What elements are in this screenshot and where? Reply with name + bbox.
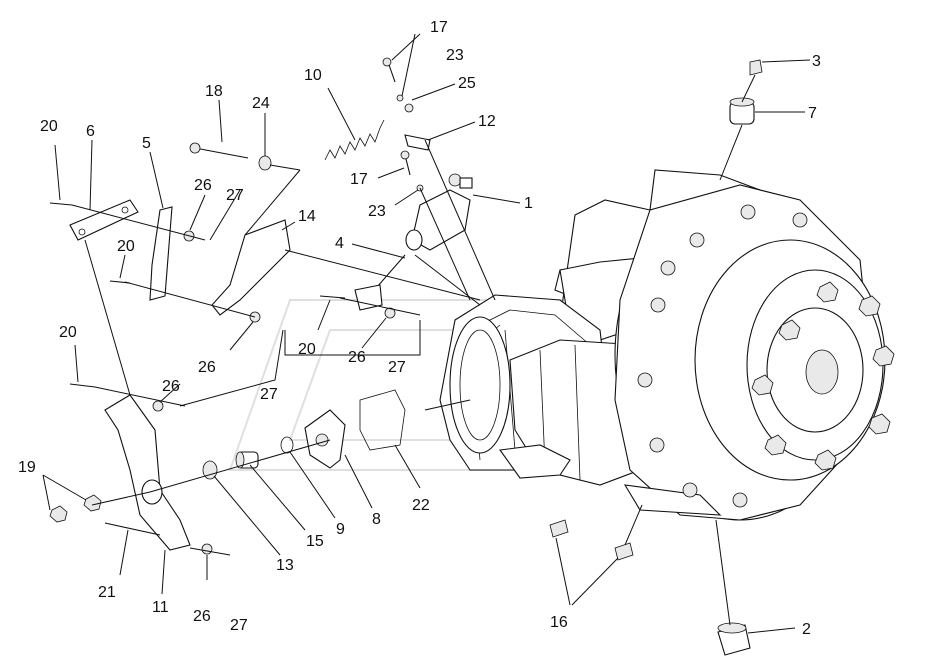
nuts-19 bbox=[49, 494, 102, 523]
callout-18: 18 bbox=[205, 83, 223, 100]
hub-bolts bbox=[751, 281, 895, 471]
callout-1: 1 bbox=[524, 195, 533, 212]
shaft bbox=[424, 399, 471, 411]
callout-27-d: 27 bbox=[230, 617, 248, 634]
pin-21 bbox=[104, 522, 161, 536]
bushing-16b bbox=[614, 542, 634, 561]
callout-11: 11 bbox=[152, 599, 169, 616]
callout-13: 13 bbox=[276, 557, 294, 574]
callout-16: 16 bbox=[550, 614, 568, 631]
link-6 bbox=[69, 199, 139, 241]
bolt-17-top bbox=[382, 57, 396, 83]
callout-27-b: 27 bbox=[260, 386, 278, 403]
bolt-17-mid bbox=[400, 150, 411, 176]
callout-17-top: 17 bbox=[430, 19, 448, 36]
callout-26-a: 26 bbox=[194, 177, 212, 194]
callout-20-a: 20 bbox=[40, 118, 58, 135]
callout-14: 14 bbox=[298, 208, 316, 225]
callout-21: 21 bbox=[98, 584, 116, 601]
callout-15: 15 bbox=[306, 533, 324, 550]
callout-27-a: 27 bbox=[226, 187, 244, 204]
callout-3: 3 bbox=[812, 53, 821, 70]
callout-2: 2 bbox=[802, 621, 811, 638]
gearbox-housing bbox=[439, 169, 886, 521]
callout-10: 10 bbox=[304, 67, 322, 84]
washer-24 bbox=[258, 155, 272, 171]
callout-27-c: 27 bbox=[388, 359, 406, 376]
bushing-16a bbox=[549, 519, 569, 538]
valve-body bbox=[405, 173, 473, 251]
callout-25: 25 bbox=[458, 75, 476, 92]
callout-23-mid: 23 bbox=[368, 203, 386, 220]
lever-5 bbox=[149, 206, 173, 301]
spring bbox=[324, 119, 385, 161]
cap-7 bbox=[729, 97, 755, 125]
callout-26-e: 26 bbox=[162, 378, 180, 395]
callout-20-b: 20 bbox=[117, 238, 135, 255]
callout-22: 22 bbox=[412, 497, 430, 514]
bushing-15 bbox=[235, 451, 259, 469]
assembly-lines bbox=[71, 74, 756, 626]
callout-leaders bbox=[42, 33, 811, 634]
callout-26-b: 26 bbox=[198, 359, 216, 376]
callout-24: 24 bbox=[252, 95, 270, 112]
callout-8: 8 bbox=[372, 511, 381, 528]
nut-25 bbox=[404, 103, 414, 113]
callout-20-c: 20 bbox=[298, 341, 316, 358]
plate-14 bbox=[211, 219, 291, 316]
washer-23-top bbox=[396, 94, 404, 102]
callout-9: 9 bbox=[336, 521, 345, 538]
washer-13 bbox=[202, 460, 218, 480]
callout-12: 12 bbox=[478, 113, 496, 130]
bracket-12 bbox=[404, 134, 431, 151]
pin-18 bbox=[189, 142, 249, 159]
callout-17-mid: 17 bbox=[350, 171, 368, 188]
gasket-22 bbox=[359, 389, 406, 451]
callout-20-d: 20 bbox=[59, 324, 77, 341]
callout-7: 7 bbox=[808, 105, 817, 122]
callout-5: 5 bbox=[142, 135, 151, 152]
callout-26-c: 26 bbox=[348, 349, 366, 366]
cap-2 bbox=[717, 622, 751, 656]
lever-arm-11 bbox=[104, 394, 191, 551]
callout-26-d: 26 bbox=[193, 608, 211, 625]
ring-9 bbox=[280, 436, 294, 454]
callout-4: 4 bbox=[335, 235, 344, 252]
rod-4 bbox=[354, 254, 406, 311]
callout-6: 6 bbox=[86, 123, 95, 140]
callout-23-top: 23 bbox=[446, 47, 464, 64]
flange-8 bbox=[304, 409, 346, 469]
plug-3 bbox=[749, 59, 763, 76]
callouts: 1 2 3 4 5 6 7 8 9 10 11 12 13 14 15 16 1… bbox=[18, 19, 821, 638]
callout-19: 19 bbox=[18, 459, 36, 476]
rim-bolts bbox=[637, 204, 808, 508]
